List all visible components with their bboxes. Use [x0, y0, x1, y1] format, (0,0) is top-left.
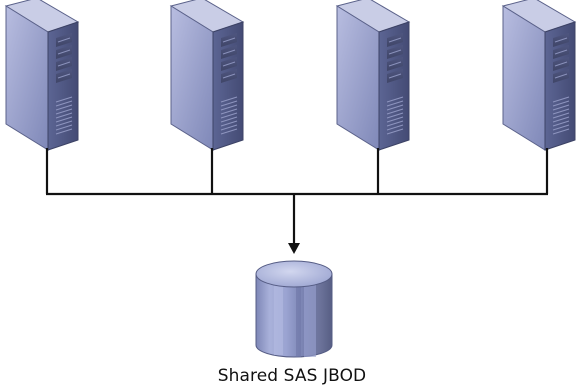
server-4-icon — [502, 0, 576, 151]
server-3-icon — [336, 0, 410, 151]
connection-bus — [45, 148, 549, 244]
server-1-icon — [5, 0, 79, 151]
disk-cylinder-icon — [255, 260, 333, 358]
storage-label: Shared SAS JBOD — [217, 366, 367, 386]
down-arrow-icon — [288, 243, 300, 254]
server-2-icon — [170, 0, 244, 151]
